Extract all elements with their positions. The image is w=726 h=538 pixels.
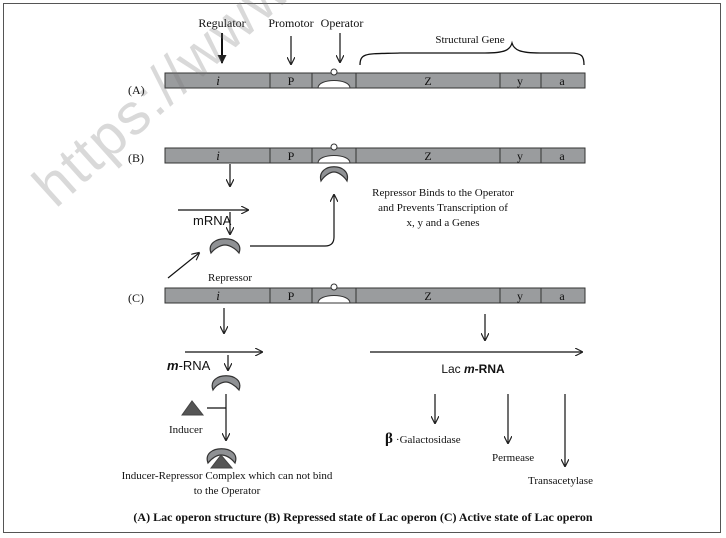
gene-bar-b xyxy=(164,143,586,164)
gene-a-a: a xyxy=(559,74,565,88)
inducer-repressor-complex xyxy=(206,448,237,465)
gene-p-b: P xyxy=(288,149,295,163)
free-repressor xyxy=(209,238,241,255)
mrna-c-label: m-RNA xyxy=(167,358,211,373)
diagram-frame xyxy=(3,3,721,533)
permease-label: Permease xyxy=(492,452,534,464)
row-a-label: (A) xyxy=(128,83,145,97)
gene-a-c: a xyxy=(559,289,565,303)
c-to-repressor-arrow xyxy=(167,253,199,279)
operator-label: Operator xyxy=(321,16,364,30)
repressor-binds-text-3: x, y and a Genes xyxy=(406,217,479,229)
gene-p-a: P xyxy=(288,74,295,88)
gene-y-a: y xyxy=(517,74,523,88)
gene-y-b: y xyxy=(517,149,523,163)
lac-mrna-label: Lac m-RNA xyxy=(441,362,505,376)
promotor-label: Promotor xyxy=(268,16,313,30)
gene-z-c: Z xyxy=(424,289,431,303)
mrna-b-label: mRNA xyxy=(193,213,232,228)
gene-i-b: i xyxy=(216,148,220,163)
gene-i-c: i xyxy=(216,288,220,303)
gene-a-b: a xyxy=(559,149,565,163)
galactosidase-label: β·Galactosidase xyxy=(385,431,461,447)
complex-text-1: Inducer-Repressor Complex which can not … xyxy=(122,470,333,482)
structural-gene-brace xyxy=(359,40,585,66)
repressor-to-operator-arrow xyxy=(250,195,334,247)
repressor-label: Repressor xyxy=(208,272,252,284)
gene-i-a: i xyxy=(216,73,220,88)
repressor-binds-text-2: and Prevents Transcription of xyxy=(378,202,508,214)
regulator-label: Regulator xyxy=(198,16,245,30)
bound-repressor-b xyxy=(320,166,348,183)
repressor-c xyxy=(211,375,241,392)
gene-bar-c xyxy=(164,283,586,304)
bound-inducer-triangle xyxy=(209,454,234,469)
inducer-label: Inducer xyxy=(169,424,203,436)
gene-z-a: Z xyxy=(424,74,431,88)
gene-z-b: Z xyxy=(424,149,431,163)
structural-gene-label: Structural Gene xyxy=(435,34,504,46)
gene-p-c: P xyxy=(288,289,295,303)
row-b-label: (B) xyxy=(128,151,144,165)
transacetylase-label: Transacetylase xyxy=(528,475,593,487)
row-c-label: (C) xyxy=(128,291,144,305)
repressor-binds-text-1: Repressor Binds to the Operator xyxy=(372,187,514,199)
complex-text-2: to the Operator xyxy=(194,485,261,497)
figure-caption: (A) Lac operon structure (B) Repressed s… xyxy=(133,510,592,524)
inducer-triangle xyxy=(181,400,205,416)
gene-y-c: y xyxy=(517,289,523,303)
gene-bar-a xyxy=(164,68,586,89)
